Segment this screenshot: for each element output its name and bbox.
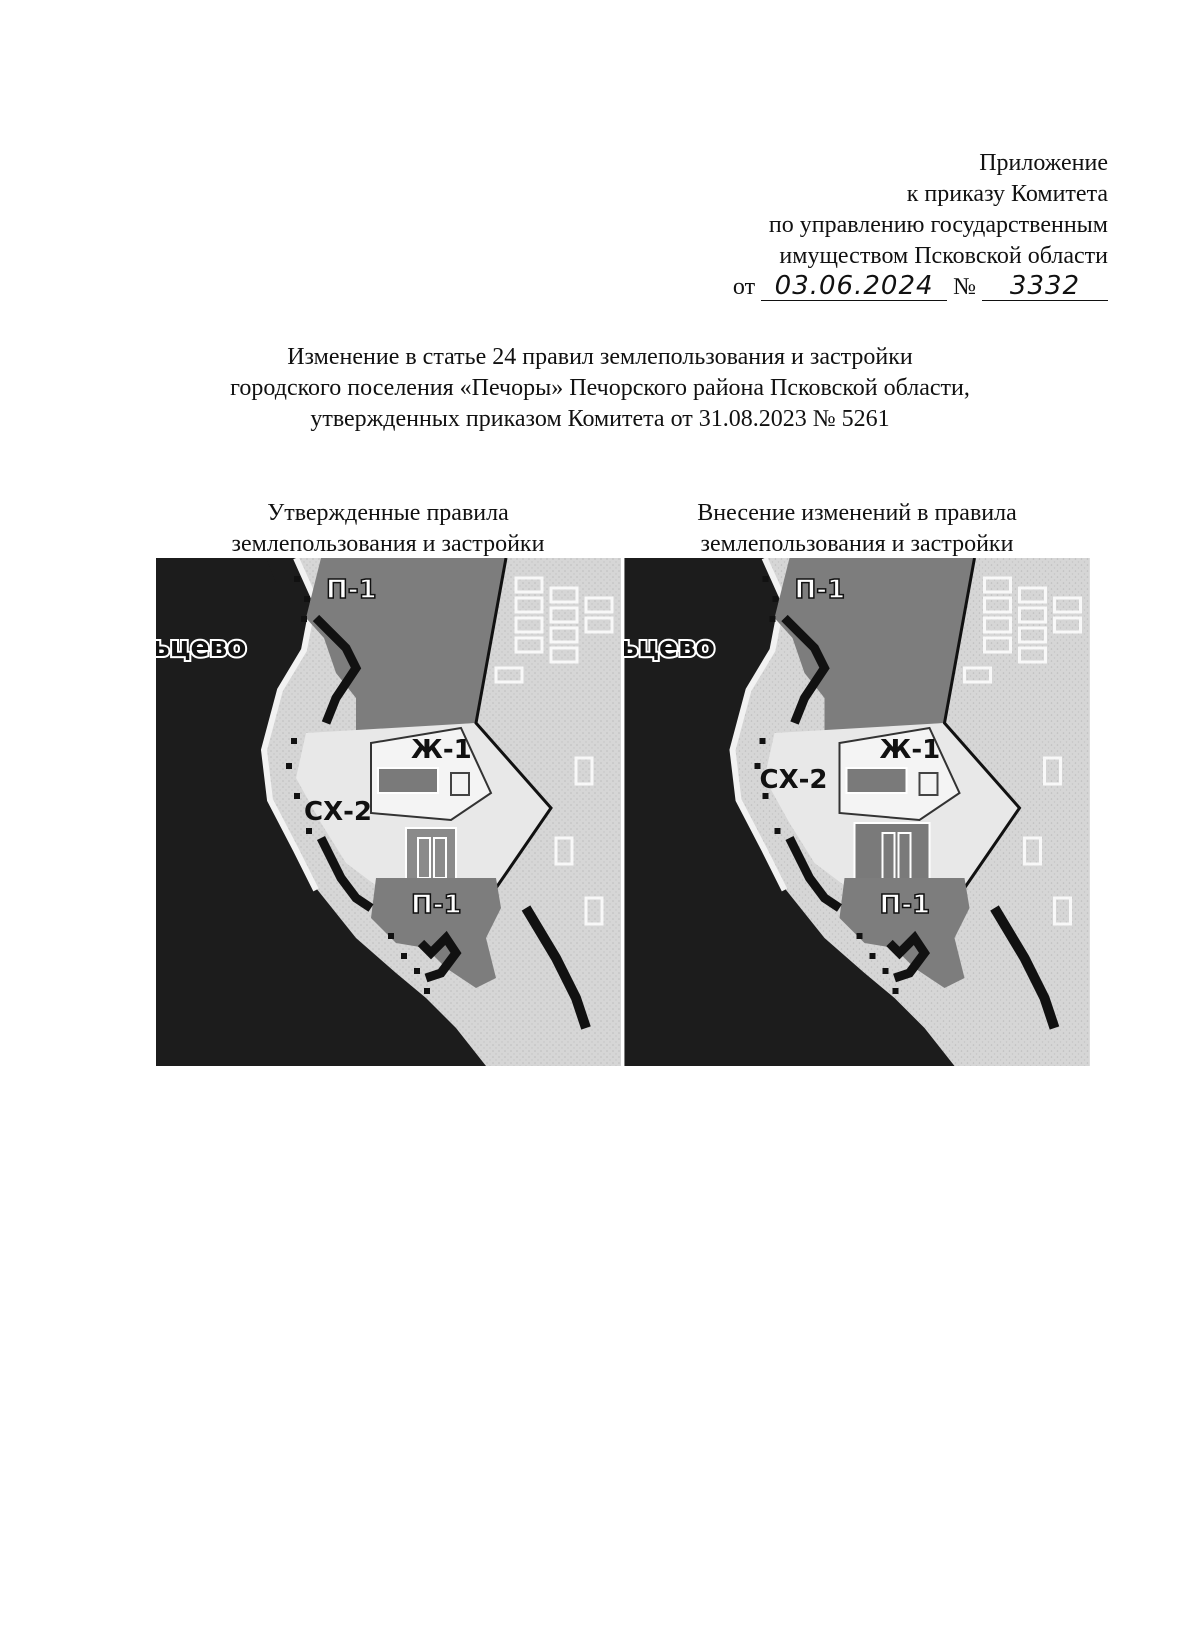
- appendix-line: к приказу Комитета: [906, 181, 1108, 207]
- zone-label-p1-top: П-1: [326, 575, 377, 605]
- village-label: ьцево: [156, 630, 246, 663]
- title-line: Изменение в статье 24 правил землепользо…: [287, 344, 913, 370]
- zone-border: [886, 930, 931, 983]
- appendix-line: по управлению государственным: [768, 212, 1108, 238]
- zoning-map-amended: П-1 ьцево Ж-1 СХ-2 П-1: [624, 558, 1090, 1066]
- order-number-sign: №: [953, 274, 976, 300]
- zone-border: [312, 614, 362, 725]
- appendix-line: Приложение: [979, 150, 1108, 176]
- zoning-map-approved: П-1 ьцево Ж-1 СХ-2 П-1: [156, 558, 621, 1066]
- caption-line: Утвержденные правила: [267, 500, 509, 526]
- zone-label-p1-top: П-1: [795, 575, 846, 605]
- zone-border: [316, 835, 374, 912]
- zone-border: [521, 905, 591, 1030]
- building-outlines: [963, 576, 1082, 926]
- zone-label-skh2: СХ-2: [760, 765, 828, 795]
- order-date-handwritten: 03.06.2024: [761, 272, 948, 301]
- dark-zone: [176, 558, 276, 583]
- appendix-block: Приложение к приказу Комитета по управле…: [588, 148, 1108, 303]
- map-caption-amended: Внесение изменений в правила землепользо…: [627, 498, 1087, 560]
- industrial-zone-bottom: [839, 878, 970, 988]
- appendix-line: имуществом Псковской области: [779, 243, 1108, 269]
- building-outlines: [494, 576, 614, 926]
- industrial-zone-bottom: [371, 878, 501, 988]
- building: [918, 772, 939, 796]
- dotted-boundary: [754, 576, 899, 994]
- building: [377, 767, 439, 794]
- zoning-map-approved-svg: П-1 ьцево Ж-1 СХ-2 П-1: [156, 558, 621, 1066]
- dark-zone: [644, 558, 745, 583]
- zone-border: [781, 614, 830, 725]
- dark-zone: [624, 558, 955, 1066]
- zone-label-zh1: Ж-1: [880, 735, 941, 765]
- title-line: утвержденных приказом Комитета от 31.08.…: [310, 406, 890, 432]
- caption-line: землепользования и застройки: [700, 531, 1014, 557]
- caption-line: Внесение изменений в правила: [697, 500, 1017, 526]
- building: [450, 772, 470, 796]
- zone-label-p1-bottom: П-1: [880, 890, 931, 920]
- industrial-zone-top: [774, 558, 975, 733]
- zone-label-p1-bottom: П-1: [411, 890, 462, 920]
- zone-border: [990, 905, 1060, 1030]
- building: [845, 767, 908, 794]
- caption-line: землепользования и застройки: [231, 531, 545, 557]
- document-title: Изменение в статье 24 правил землепользо…: [150, 342, 1050, 435]
- dotted-boundary: [286, 576, 430, 994]
- map-caption-approved: Утвержденные правила землепользования и …: [158, 498, 618, 560]
- zoning-map-amended-svg: П-1 ьцево Ж-1 СХ-2 П-1: [624, 558, 1090, 1066]
- zone-label-zh1: Ж-1: [411, 735, 472, 765]
- title-line: городского поселения «Печоры» Печорского…: [230, 375, 970, 401]
- zone-border: [417, 930, 462, 983]
- zone-label-skh2: СХ-2: [304, 797, 372, 827]
- order-line: от 03.06.2024 № 3332: [588, 272, 1108, 303]
- village-label: ьцево: [624, 630, 715, 663]
- order-prefix: от: [732, 274, 756, 300]
- order-number-handwritten: 3332: [982, 272, 1108, 301]
- industrial-zone-top: [306, 558, 506, 733]
- dark-zone: [156, 558, 486, 1066]
- zone-border: [785, 835, 842, 912]
